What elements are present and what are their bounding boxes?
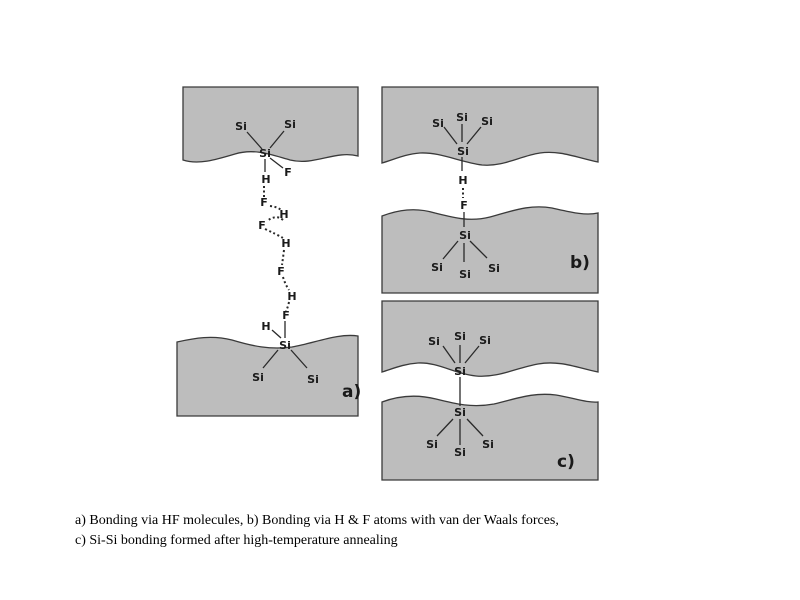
bond: [464, 345, 480, 364]
atom-si: Si: [454, 406, 466, 419]
atom-si: Si: [252, 371, 264, 384]
panel-c-label: c): [557, 452, 575, 472]
panel-c-lower-slab: [381, 393, 599, 481]
bond: [466, 418, 484, 437]
atom-si: Si: [488, 262, 500, 275]
atom-si: Si: [459, 229, 471, 242]
panel-b-lower-slab: [381, 206, 599, 294]
atom-si: Si: [457, 145, 469, 158]
bond: [442, 240, 459, 260]
atom-si: Si: [454, 365, 466, 378]
atom-f: F: [260, 196, 268, 209]
panel-a-lower-slab: [176, 334, 359, 417]
panel-c: Si Si Si Si Si Si Si Si c): [381, 300, 599, 481]
hydrogen-bond: [282, 276, 290, 291]
panel-a-upper-slab: [182, 86, 359, 163]
atom-si: Si: [284, 118, 296, 131]
bond: [246, 131, 263, 150]
atom-f: F: [460, 199, 468, 212]
atom-si: Si: [432, 117, 444, 130]
atom-si: Si: [431, 261, 443, 274]
atom-h: H: [458, 174, 467, 187]
hydrogen-bond: [281, 249, 285, 266]
atom-si: Si: [454, 446, 466, 459]
bond: [469, 240, 488, 259]
bond: [290, 349, 308, 369]
atom-si: Si: [279, 339, 291, 352]
atom-si: Si: [479, 334, 491, 347]
panel-b-label: b): [570, 253, 590, 273]
panel-b-upper-slab: [381, 86, 599, 166]
atom-f: F: [258, 219, 266, 232]
atom-h: H: [279, 208, 288, 221]
atom-si: Si: [259, 147, 271, 160]
atom-si: Si: [482, 438, 494, 451]
caption-line-1: a) Bonding via HF molecules, b) Bonding …: [75, 513, 559, 528]
atom-h: H: [287, 290, 296, 303]
bond: [269, 157, 284, 169]
bond: [442, 345, 456, 364]
caption-line-2: c) Si-Si bonding formed after high-tempe…: [75, 533, 398, 548]
bond: [436, 418, 454, 437]
hydrogen-bond: [269, 205, 282, 211]
atom-f: F: [277, 265, 285, 278]
atom-h: H: [261, 173, 270, 186]
panel-b: Si Si Si Si H F Si Si Si Si b): [381, 86, 599, 294]
atom-si: Si: [459, 268, 471, 281]
atom-si: Si: [454, 330, 466, 343]
panel-a: Si Si Si H F F H F H F H F H Si Si Si a): [176, 86, 361, 417]
atom-f: F: [284, 166, 292, 179]
hydrogen-bond: [266, 216, 284, 222]
panel-c-upper-slab: [381, 300, 599, 377]
atom-si: Si: [426, 438, 438, 451]
hydrogen-bond: [285, 301, 290, 312]
atom-h: H: [281, 237, 290, 250]
atom-si: Si: [456, 111, 468, 124]
bond: [443, 126, 458, 145]
panel-a-label: a): [342, 382, 361, 402]
atom-si: Si: [428, 335, 440, 348]
atom-h: H: [261, 320, 270, 333]
atom-si: Si: [235, 120, 247, 133]
hydrogen-bond: [264, 228, 284, 239]
bond: [269, 130, 285, 149]
bond: [466, 126, 482, 145]
atom-f: F: [282, 309, 290, 322]
bond: [262, 349, 279, 369]
bond: [271, 329, 282, 339]
atom-si: Si: [481, 115, 493, 128]
atom-si: Si: [307, 373, 319, 386]
